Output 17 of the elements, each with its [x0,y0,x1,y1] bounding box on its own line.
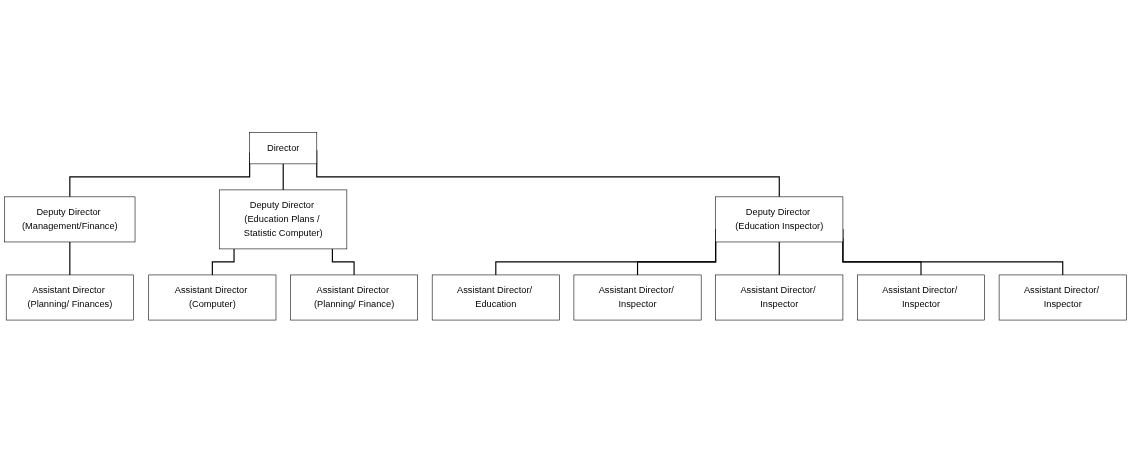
connector [778,241,780,276]
connector [331,248,355,276]
node-box: Assistant Director/ Inspector [573,274,702,320]
node-box: Deputy Director (Education Inspector) [715,196,844,242]
connector [211,248,235,276]
node-box: Deputy Director (Management/Finance) [4,196,136,242]
node-box: Assistant Director (Computer) [148,274,277,320]
node-box: Deputy Director (Education Plans / Statistic Computer) [219,189,348,249]
node-box: Assistant Director/ Inspector [998,274,1127,320]
node-box: Assistant Director/ Education [431,274,560,320]
node-box: Director [249,132,318,164]
node-box: Assistant Director (Planning/ Finance) [290,274,418,320]
connector [282,162,284,191]
node-box: Assistant Director/ Inspector [857,274,985,320]
connector [69,241,71,276]
node-box: Assistant Director (Planning/ Finances) [5,274,134,320]
node-box: Assistant Director/ Inspector [715,274,844,320]
